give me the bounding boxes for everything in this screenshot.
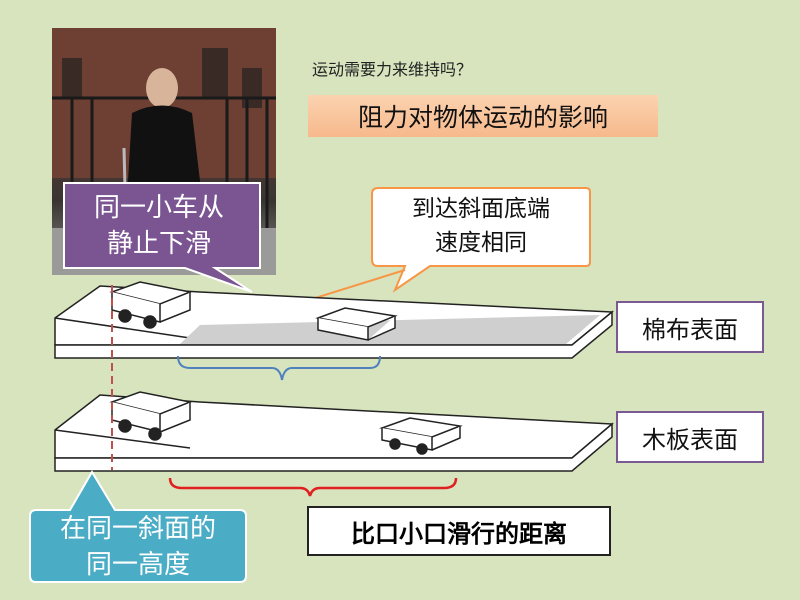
- car-slope-1: [109, 281, 193, 329]
- callout-same-speed: 到达斜面底端 速度相同: [372, 192, 590, 260]
- callout-same-speed-shape: [371, 187, 591, 293]
- blue-brace: [177, 355, 381, 381]
- callout-line: 速度相同: [435, 230, 527, 256]
- car-cotton: [315, 307, 398, 341]
- callout-line: 静止下滑: [106, 229, 211, 259]
- slide-title: 阻力对物体运动的影响: [308, 95, 658, 137]
- board-wood: [54, 394, 614, 472]
- photo-man-with-scooter: [52, 28, 276, 275]
- label-cotton-surface: 棉布表面: [616, 301, 764, 353]
- callout-line: 到达斜面底端: [412, 196, 550, 222]
- label-wood-surface: 木板表面: [616, 411, 764, 463]
- compare-distance-box: 比口小口滑行的距离: [307, 506, 611, 556]
- callout-same-car-shape: [63, 182, 261, 293]
- callout-same-height-shape: [29, 470, 247, 583]
- callout-same-height: 在同一斜面的 同一高度: [30, 511, 246, 583]
- red-brace: [168, 477, 458, 497]
- callout-line: 同一小车从: [93, 193, 224, 223]
- car-wood: [379, 417, 463, 455]
- car-slope-2: [109, 391, 193, 441]
- question-text: 运动需要力来维持吗？: [312, 60, 473, 79]
- callout-same-car: 同一小车从 静止下滑: [64, 190, 254, 262]
- callout-line: 同一高度: [85, 550, 190, 580]
- callout-line: 在同一斜面的: [59, 514, 216, 544]
